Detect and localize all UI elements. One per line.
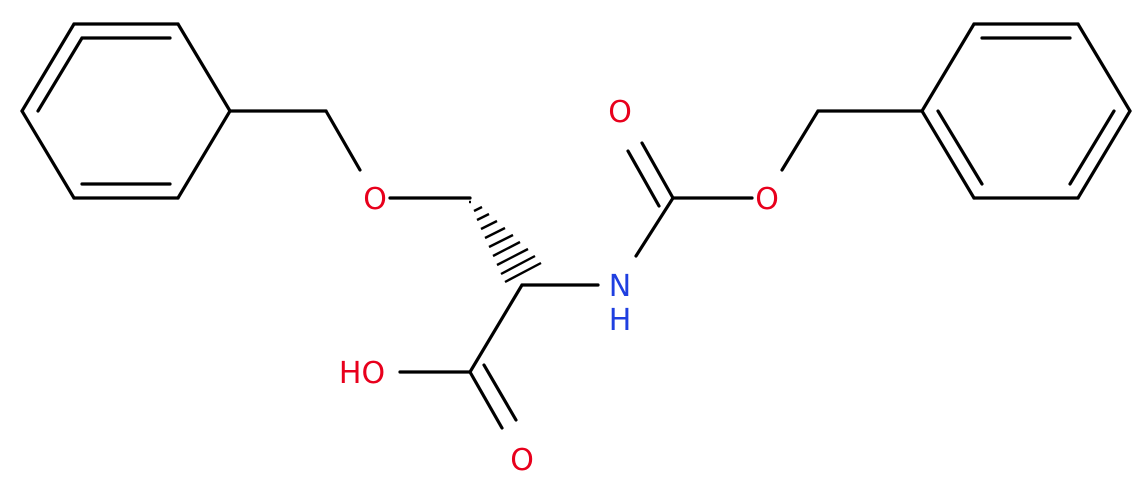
bond xyxy=(176,22,232,113)
bond xyxy=(324,109,362,172)
hydroxyl-label: HO xyxy=(339,356,385,391)
right-benzene-ring xyxy=(920,22,1132,200)
bond xyxy=(20,109,76,200)
hash-line xyxy=(476,212,490,222)
bond xyxy=(920,22,976,113)
bond xyxy=(920,109,976,200)
hash-line xyxy=(496,247,529,267)
carbonyl-oxygen-label: O xyxy=(608,95,632,130)
hashed-wedge-bond xyxy=(469,200,542,284)
hash-line xyxy=(480,219,498,231)
bond xyxy=(1076,22,1132,113)
bond xyxy=(626,149,661,208)
bond xyxy=(780,109,820,172)
hash-line xyxy=(488,233,514,249)
aromatic-inner-bond xyxy=(1068,109,1116,186)
aromatic-inner-bond xyxy=(936,109,984,186)
bond xyxy=(640,141,675,200)
acid-carbonyl-oxygen-label: O xyxy=(510,443,534,478)
hash-line xyxy=(484,226,506,240)
hash-line xyxy=(504,261,542,284)
hash-line xyxy=(492,240,521,258)
amine-h-label: H xyxy=(609,303,632,338)
bond xyxy=(20,22,76,113)
bond xyxy=(176,109,232,200)
aromatic-inner-bond xyxy=(36,36,84,113)
ether-oxygen-label: O xyxy=(363,182,387,217)
bond xyxy=(1076,109,1132,200)
hash-line xyxy=(473,205,483,213)
bond xyxy=(468,370,504,430)
bond xyxy=(468,283,524,374)
left-benzene-ring xyxy=(20,22,232,200)
bond xyxy=(482,363,518,422)
ester-oxygen-label: O xyxy=(755,182,779,217)
bond xyxy=(634,196,675,258)
amine-n-label: N xyxy=(609,269,631,304)
hash-line xyxy=(500,254,536,276)
